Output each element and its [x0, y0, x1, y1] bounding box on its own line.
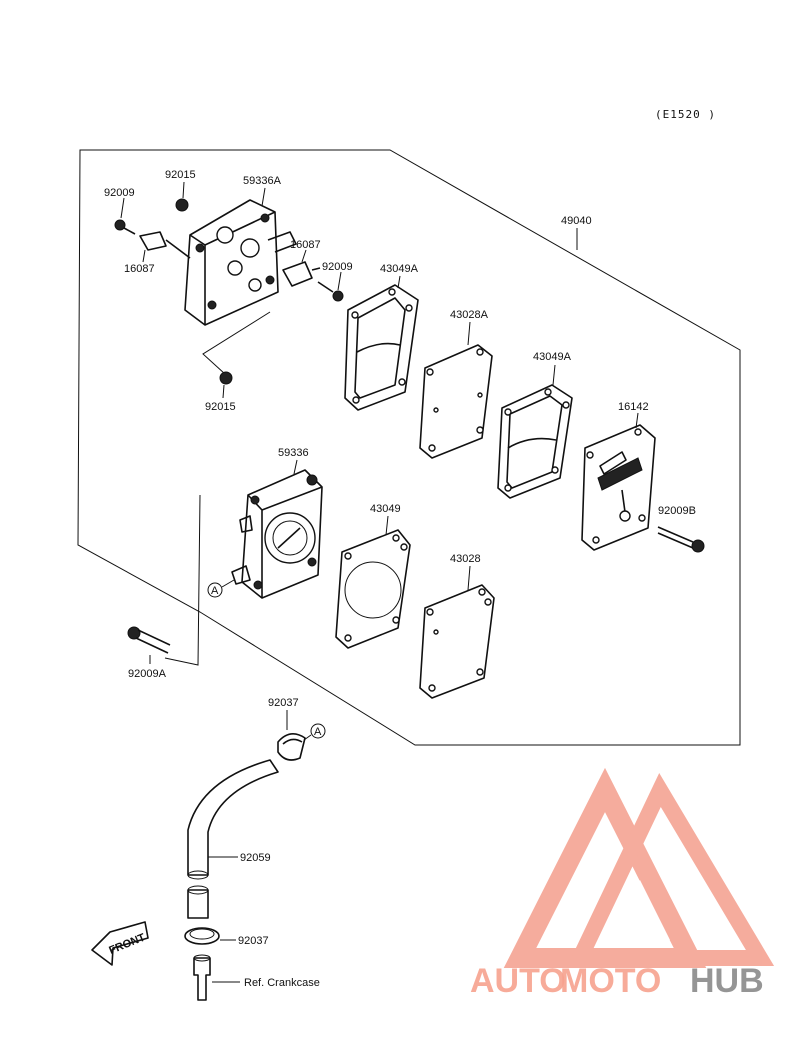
label-92015-top: 92015: [165, 169, 196, 181]
label-92009B: 92009B: [658, 505, 696, 517]
gasket-43049A-2: [497, 384, 573, 499]
watermark-auto: AUTO: [470, 962, 566, 1000]
assembly-outline: [77, 149, 741, 746]
watermark-logo-icon: [503, 767, 775, 968]
clamp-92037-bottom: [184, 927, 220, 945]
nut-92015-bottom: [219, 371, 233, 385]
screw-92009-right: [317, 281, 344, 302]
label-49040: 49040: [561, 215, 592, 227]
hose-92059: [187, 759, 279, 880]
screw-92009-left: [114, 219, 136, 235]
bolt-92009A: [127, 626, 171, 654]
label-43049: 43049: [370, 503, 401, 515]
diaphragm-43028A: [419, 344, 493, 459]
label-16087-left: 16087: [124, 263, 155, 275]
valve-16087-right: [282, 261, 321, 287]
clamp-92037-top: [277, 733, 306, 761]
label-43028A: 43028A: [450, 309, 489, 321]
watermark-text: AUTO MOTO HUB: [470, 962, 764, 1000]
gasket-43049A-1: [344, 284, 419, 411]
front-label: FRONT: [107, 931, 147, 956]
callout-a-body: [207, 579, 235, 598]
crankcase-fitting: [193, 954, 211, 1001]
label-92037-top: 92037: [268, 697, 299, 709]
diaphragm-43028: [419, 584, 495, 699]
leader-92009A-bracket: [164, 494, 201, 666]
label-16087-right: 16087: [290, 239, 321, 251]
label-43028: 43028: [450, 553, 481, 565]
watermark-hub: HUB: [690, 962, 764, 1000]
label-92009A: 92009A: [128, 668, 167, 680]
label-92009-left: 92009: [104, 187, 135, 199]
label-43049A-2: 43049A: [533, 351, 572, 363]
label-16142: 16142: [618, 401, 649, 413]
pump-cover-59336A: [184, 199, 297, 326]
front-arrow-icon: [91, 921, 149, 966]
label-92015-bottom: 92015: [205, 401, 236, 413]
callout-a-clamp: [303, 723, 326, 741]
leader-92015-bottom: [202, 311, 271, 375]
label-92037-bottom: 92037: [238, 935, 269, 947]
label-ref-crankcase: Ref. Crankcase: [244, 977, 320, 989]
label-92009-right: 92009: [322, 261, 353, 273]
callout-a-clamp-text: A: [314, 726, 322, 738]
pump-body-59336: [231, 469, 323, 599]
screw-92009B: [657, 526, 705, 553]
valve-16087-left: [139, 231, 191, 259]
label-59336: 59336: [278, 447, 309, 459]
label-92059: 92059: [240, 852, 271, 864]
valve-plate-16142: [581, 424, 656, 551]
diagram-code: (E1520 ): [655, 108, 716, 121]
gasket-43049: [335, 529, 411, 649]
callout-a-body-text: A: [211, 585, 219, 597]
label-59336A: 59336A: [243, 175, 282, 187]
label-43049A-1: 43049A: [380, 263, 419, 275]
hose-sleeve: [187, 885, 209, 919]
nut-92015-top: [175, 198, 189, 212]
watermark-moto: MOTO: [560, 962, 661, 1000]
